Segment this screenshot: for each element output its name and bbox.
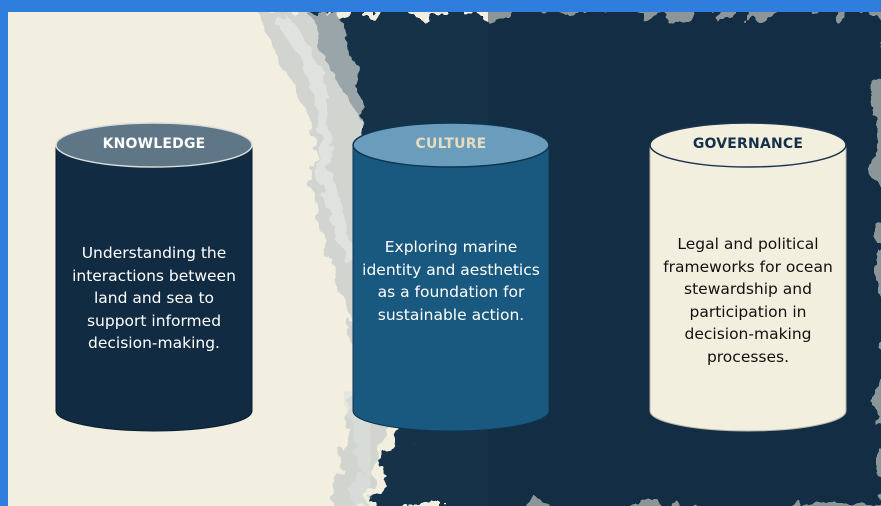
knowledge-cylinder-shape <box>55 122 253 432</box>
knowledge-description: Understanding the interactions between l… <box>72 244 236 352</box>
governance-description: Legal and political frameworks for ocean… <box>663 235 833 366</box>
culture-cylinder-shape <box>352 122 550 432</box>
culture-title: CULTURE <box>415 136 487 152</box>
governance-title: GOVERNANCE <box>692 136 804 152</box>
governance-cylinder-shape <box>649 122 847 432</box>
governance-pillar: GOVERNANCE Legal and political framework… <box>649 121 847 433</box>
knowledge-pillar: KNOWLEDGE Understanding the interactions… <box>55 121 253 433</box>
culture-pillar: CULTURE Exploring marine identity and ae… <box>352 121 550 433</box>
knowledge-title: KNOWLEDGE <box>102 136 206 152</box>
culture-description: Exploring marine identity and aesthetics… <box>362 238 540 324</box>
slide-frame: KNOWLEDGE Understanding the interactions… <box>8 12 881 506</box>
